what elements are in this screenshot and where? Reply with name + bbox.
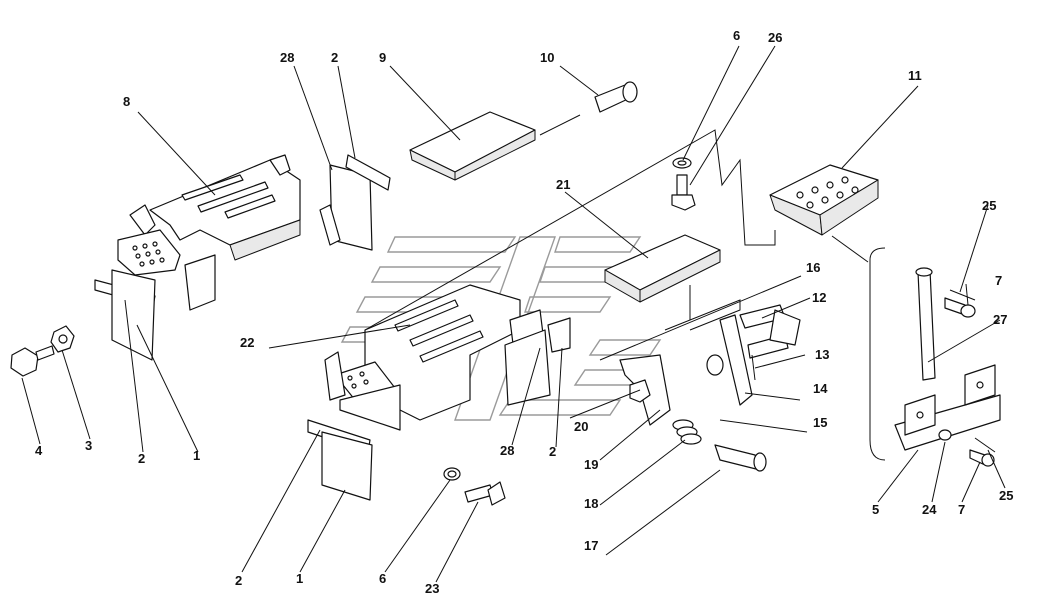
- part-27-rod: [915, 267, 936, 381]
- part-2-strip-upper: [345, 154, 391, 191]
- part-10-pin: [594, 81, 638, 113]
- callout-27: 27: [993, 312, 1007, 327]
- part-7-pin-upper: [944, 297, 976, 318]
- callout-14: 14: [813, 381, 828, 396]
- callout-28-lower: 28: [500, 443, 514, 458]
- callout-3: 3: [85, 438, 92, 453]
- leader-lines: [21, 45, 1006, 583]
- callout-21: 21: [556, 177, 570, 192]
- callout-9: 9: [379, 50, 386, 65]
- part-8-step-bracket: [117, 154, 301, 311]
- part-4-bolt: [10, 345, 55, 377]
- part-25-clip-lower: [974, 437, 996, 453]
- callout-8: 8: [123, 94, 130, 109]
- part-21-plate: [604, 234, 721, 303]
- callout-2-center: 2: [549, 444, 556, 459]
- callout-19: 19: [584, 457, 598, 472]
- part-18-spring: [672, 419, 702, 445]
- callout-5: 5: [872, 502, 879, 517]
- part-7-pin-lower: [969, 449, 995, 467]
- part-9-cover-plate: [409, 111, 536, 181]
- part-17-bolt: [714, 444, 767, 472]
- part-13-cotter: [751, 354, 756, 381]
- part-11-step: [769, 164, 879, 236]
- part-23-bolt: [464, 481, 506, 506]
- callout-1-left: 1: [193, 448, 200, 463]
- callout-28-upper: 28: [280, 50, 294, 65]
- callout-6-lower: 6: [379, 571, 386, 586]
- callout-24: 24: [922, 502, 937, 517]
- assembly-outline: [364, 129, 776, 331]
- group-brace: [869, 247, 886, 461]
- callout-22: 22: [240, 335, 254, 350]
- callout-23: 23: [425, 581, 439, 596]
- arrow-9: [539, 114, 581, 136]
- callout-10: 10: [540, 50, 554, 65]
- callout-7-upper: 7: [995, 273, 1002, 288]
- callout-2-left: 2: [138, 451, 145, 466]
- part-22-main-guard: [324, 284, 571, 431]
- part-3-nut: [50, 325, 75, 353]
- callout-18: 18: [584, 496, 598, 511]
- callout-4: 4: [35, 443, 43, 458]
- part-24-washer: [938, 429, 952, 441]
- part-6-washer-lower: [443, 467, 461, 481]
- part-12-pin: [739, 304, 801, 359]
- part-26-bolt: [671, 174, 696, 211]
- callout-25-upper: 25: [982, 198, 996, 213]
- callout-2-upper: 2: [331, 50, 338, 65]
- callout-20: 20: [574, 419, 588, 434]
- callout-11: 11: [908, 68, 922, 83]
- part-25-clip-upper: [949, 289, 976, 301]
- part-6-washer-upper: [672, 157, 692, 169]
- part-14-plate: [719, 314, 753, 406]
- part-1-mudflap-lower: [321, 431, 373, 501]
- callout-16: 16: [806, 260, 820, 275]
- part-5-bracket: [894, 364, 1001, 451]
- callout-1-lower: 1: [296, 571, 303, 586]
- callout-26: 26: [768, 30, 782, 45]
- callout-17: 17: [584, 538, 598, 553]
- callout-7-lower: 7: [958, 502, 965, 517]
- callout-12: 12: [812, 290, 826, 305]
- part-28-plate-upper: [319, 164, 373, 251]
- assembly-outline-2: [664, 299, 741, 331]
- callout-15: 15: [813, 415, 827, 430]
- part-1-mudflap-left: [111, 269, 156, 361]
- callout-13: 13: [815, 347, 829, 362]
- part-19-nut: [629, 379, 651, 403]
- callout-6-upper: 6: [733, 28, 740, 43]
- arrow-11: [831, 235, 869, 263]
- callout-2-lower: 2: [235, 573, 242, 588]
- part-15-circlip: [706, 354, 724, 376]
- callout-25-lower: 25: [999, 488, 1013, 503]
